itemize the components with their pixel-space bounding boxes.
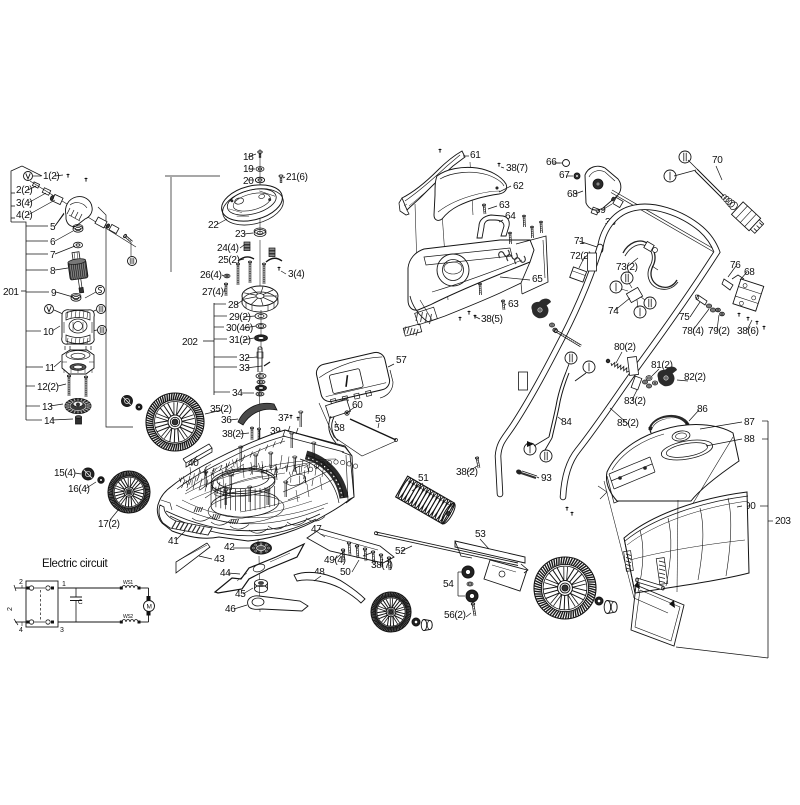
svg-text:4: 4 xyxy=(19,627,23,634)
svg-text:18: 18 xyxy=(243,152,254,163)
svg-text:66: 66 xyxy=(546,157,557,168)
svg-text:35(2): 35(2) xyxy=(210,404,232,415)
svg-text:45: 45 xyxy=(235,589,246,600)
svg-text:14: 14 xyxy=(44,416,55,427)
svg-text:88: 88 xyxy=(744,434,755,445)
svg-text:36: 36 xyxy=(221,415,232,426)
svg-text:M: M xyxy=(146,604,151,611)
svg-text:52: 52 xyxy=(395,546,406,557)
svg-text:15(4): 15(4) xyxy=(54,468,76,479)
svg-text:7: 7 xyxy=(50,250,56,261)
svg-text:76: 76 xyxy=(730,260,741,271)
svg-text:83(2): 83(2) xyxy=(624,396,646,407)
svg-text:50: 50 xyxy=(340,567,351,578)
svg-text:23: 23 xyxy=(235,229,246,240)
svg-text:WS1: WS1 xyxy=(123,580,133,586)
svg-text:44: 44 xyxy=(220,568,231,579)
svg-text:38(2): 38(2) xyxy=(456,467,478,478)
svg-text:40: 40 xyxy=(188,458,199,469)
svg-text:38(5): 38(5) xyxy=(481,314,503,325)
svg-text:26(4): 26(4) xyxy=(200,270,222,281)
svg-text:2(2): 2(2) xyxy=(16,185,32,196)
svg-text:5: 5 xyxy=(50,222,56,233)
svg-text:9: 9 xyxy=(51,288,57,299)
svg-text:19: 19 xyxy=(243,164,254,175)
svg-text:27(4): 27(4) xyxy=(202,287,224,298)
svg-text:1(2): 1(2) xyxy=(43,171,59,182)
svg-text:42: 42 xyxy=(224,542,235,553)
svg-text:70: 70 xyxy=(712,155,723,166)
svg-text:84: 84 xyxy=(561,417,572,428)
svg-text:62: 62 xyxy=(513,181,524,192)
svg-text:Electric circuit: Electric circuit xyxy=(42,558,108,570)
svg-text:78(4): 78(4) xyxy=(682,326,704,337)
svg-text:59: 59 xyxy=(375,414,386,425)
svg-text:203: 203 xyxy=(775,516,791,527)
svg-text:21(6): 21(6) xyxy=(286,172,308,183)
svg-text:87: 87 xyxy=(744,417,755,428)
svg-text:65: 65 xyxy=(532,274,543,285)
svg-text:3: 3 xyxy=(60,627,64,634)
svg-text:68: 68 xyxy=(567,189,578,200)
svg-text:3(4): 3(4) xyxy=(288,269,304,280)
svg-text:17(2): 17(2) xyxy=(98,519,120,530)
svg-text:13: 13 xyxy=(42,402,53,413)
svg-text:63: 63 xyxy=(508,299,519,310)
svg-text:30(46): 30(46) xyxy=(226,323,253,334)
svg-text:46: 46 xyxy=(225,604,236,615)
svg-text:WS2: WS2 xyxy=(123,614,133,620)
svg-text:2: 2 xyxy=(19,579,23,586)
svg-text:75: 75 xyxy=(679,312,690,323)
svg-text:61: 61 xyxy=(470,150,481,161)
svg-text:202: 202 xyxy=(182,337,198,348)
svg-text:80(2): 80(2) xyxy=(614,342,636,353)
svg-text:3(4): 3(4) xyxy=(16,198,32,209)
svg-text:68: 68 xyxy=(744,267,755,278)
svg-text:22: 22 xyxy=(208,220,219,231)
svg-text:82(2): 82(2) xyxy=(684,372,706,383)
svg-text:37: 37 xyxy=(278,413,289,424)
svg-text:54: 54 xyxy=(443,579,454,590)
svg-text:51: 51 xyxy=(418,473,429,484)
svg-text:12(2): 12(2) xyxy=(37,382,59,393)
svg-text:41: 41 xyxy=(168,536,179,547)
svg-text:79(2): 79(2) xyxy=(708,326,730,337)
svg-text:63: 63 xyxy=(499,200,510,211)
svg-text:6: 6 xyxy=(50,237,56,248)
svg-text:73(2): 73(2) xyxy=(616,262,638,273)
svg-text:1: 1 xyxy=(62,581,66,588)
svg-text:201: 201 xyxy=(3,287,19,298)
svg-text:38(2): 38(2) xyxy=(222,429,244,440)
svg-text:86: 86 xyxy=(697,404,708,415)
svg-text:57: 57 xyxy=(396,355,407,366)
svg-text:60: 60 xyxy=(352,400,363,411)
svg-text:43: 43 xyxy=(214,554,225,565)
svg-text:31(2): 31(2) xyxy=(229,335,251,346)
svg-text:58: 58 xyxy=(334,423,345,434)
svg-text:93: 93 xyxy=(541,473,552,484)
svg-text:67: 67 xyxy=(559,170,570,181)
svg-text:C: C xyxy=(78,599,83,606)
svg-text:38(7): 38(7) xyxy=(506,163,528,174)
svg-text:33: 33 xyxy=(239,363,250,374)
svg-text:29(2): 29(2) xyxy=(229,312,251,323)
svg-text:4(2): 4(2) xyxy=(16,210,32,221)
svg-text:34: 34 xyxy=(232,388,243,399)
svg-text:53: 53 xyxy=(475,529,486,540)
svg-text:28: 28 xyxy=(228,300,239,311)
svg-text:11: 11 xyxy=(45,363,55,374)
svg-text:24(4): 24(4) xyxy=(217,243,239,254)
svg-text:74: 74 xyxy=(608,306,619,317)
svg-text:16(4): 16(4) xyxy=(68,484,90,495)
svg-text:56(2): 56(2) xyxy=(444,610,466,621)
svg-text:8: 8 xyxy=(50,266,56,277)
svg-text:2: 2 xyxy=(7,607,14,611)
svg-text:10: 10 xyxy=(43,327,54,338)
